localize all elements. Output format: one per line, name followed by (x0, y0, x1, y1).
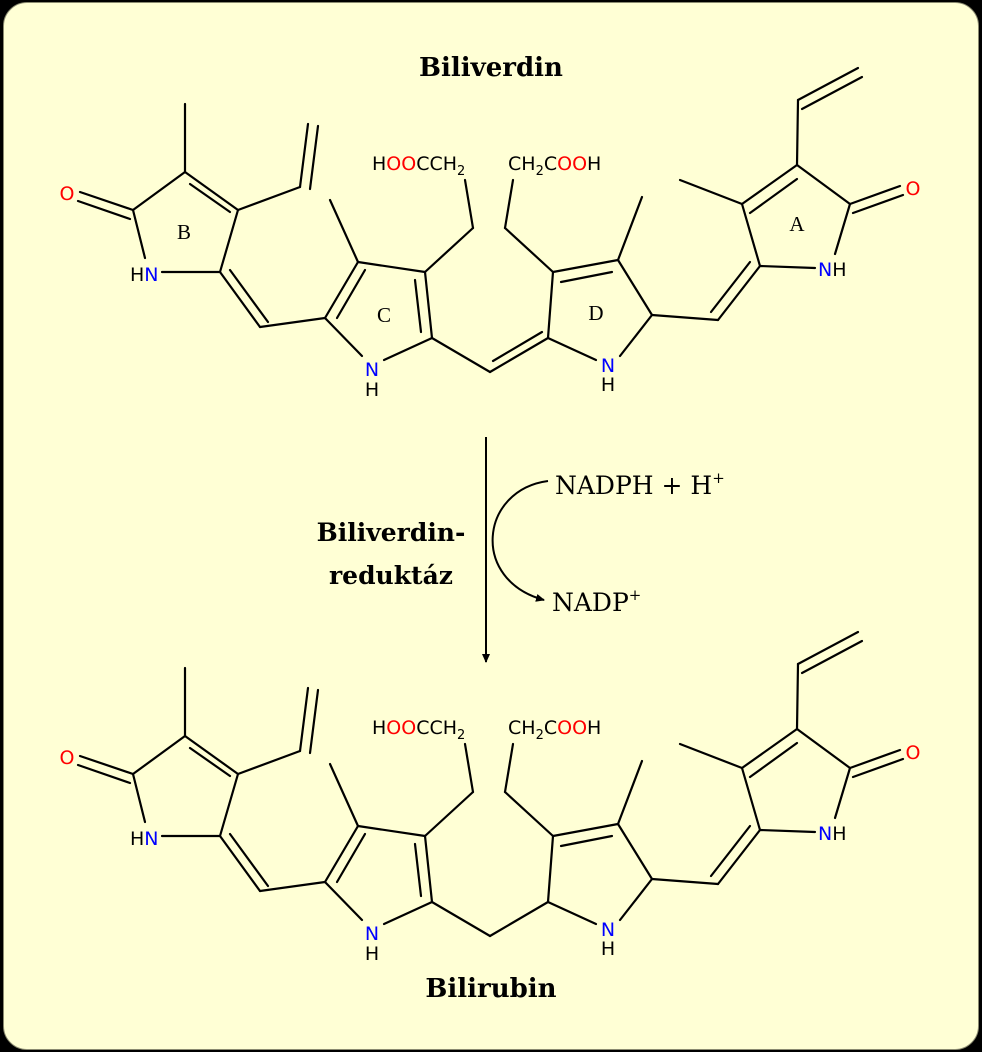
biliverdin-a-nh-label: NH (818, 259, 847, 281)
carbon-label: CCH (416, 153, 457, 175)
cofactor-curved-arrow (491, 480, 549, 602)
hydrogen-label: H (587, 717, 601, 739)
biliverdin-left-propionic-acid: HOOCCH2 (372, 153, 465, 179)
bilirubin-atom-labels: O HN N H N H O NH HOOCCH2 CH2COOH (60, 717, 921, 965)
hydrogen-label: H (372, 153, 386, 175)
oxygen-label: OO (386, 717, 416, 739)
biliverdin-atom-labels: O HN N H N H O NH HOOCCH2 CH2COOH (60, 153, 921, 401)
bilirubin-title: Bilirubin (425, 974, 556, 1004)
biliverdin-structure: O HN N H N H O NH HOOCCH2 CH2COOH B C D … (60, 66, 921, 401)
carbon-label: CCH (416, 717, 457, 739)
bilirubin-bonds (76, 630, 905, 938)
hydrogen-label: H (130, 264, 144, 286)
biliverdin-a-carbonyl-oxygen: O (906, 178, 921, 200)
ring-label-d: D (588, 301, 603, 325)
subscript-label: 2 (457, 728, 465, 743)
bilirubin-left-propionic-acid: HOOCCH2 (372, 717, 465, 743)
carbon-label: C (544, 153, 557, 175)
ring-label-b: B (177, 220, 191, 244)
hydrogen-label: H (372, 717, 386, 739)
oxygen-label: OO (386, 153, 416, 175)
bilirubin-a-nh-label: NH (818, 823, 847, 845)
reagent-nadp: NADP+ (552, 586, 641, 617)
bilirubin-b-nh-label: HN (130, 828, 159, 850)
biliverdin-c-nitrogen: N (365, 359, 379, 381)
reagent-nadp-superscript: + (629, 586, 642, 604)
hydrogen-label: H (130, 828, 144, 850)
reagent-nadph: NADPH + H+ (555, 469, 725, 500)
ring-label-c: C (377, 303, 391, 327)
subscript-label: 2 (536, 164, 544, 179)
reaction-arrows (482, 437, 549, 663)
reagent-nadph-text: NADPH + H (555, 471, 712, 500)
biliverdin-bonds (76, 66, 905, 374)
bilirubin-d-hydrogen: H (601, 938, 615, 960)
enzyme-name-line1: Biliverdin- (317, 518, 466, 547)
hydrogen-label: H (832, 259, 846, 281)
hydrogen-label: H (587, 153, 601, 175)
carbon-label: C (544, 717, 557, 739)
bilirubin-c-nitrogen: N (365, 923, 379, 945)
oxygen-label: OO (557, 717, 587, 739)
biliverdin-ring-labels: B C D A (177, 212, 805, 327)
biliverdin-d-hydrogen: H (601, 374, 615, 396)
biliverdin-title: Biliverdin (419, 53, 563, 83)
nitrogen-label: N (144, 828, 158, 850)
carbon-label: CH (508, 153, 536, 175)
subscript-label: 2 (457, 164, 465, 179)
reagent-nadph-superscript: + (712, 469, 725, 487)
bilirubin-c-hydrogen: H (365, 943, 379, 965)
bilirubin-b-carbonyl-oxygen: O (60, 747, 75, 769)
bilirubin-right-propionic-acid: CH2COOH (508, 717, 601, 743)
bilirubin-structure: O HN N H N H O NH HOOCCH2 CH2COOH (60, 630, 921, 965)
biliverdin-b-nh-label: HN (130, 264, 159, 286)
oxygen-label: OO (557, 153, 587, 175)
carbon-label: CH (508, 717, 536, 739)
enzyme-name-line2: reduktáz (329, 561, 453, 590)
nitrogen-label: N (144, 264, 158, 286)
bilirubin-d-nitrogen: N (601, 919, 615, 941)
diagram-panel (3, 2, 979, 1050)
reagent-nadp-text: NADP (552, 588, 629, 617)
nitrogen-label: N (818, 823, 832, 845)
biliverdin-b-carbonyl-oxygen: O (60, 183, 75, 205)
biliverdin-d-nitrogen: N (601, 355, 615, 377)
hydrogen-label: H (832, 823, 846, 845)
bilirubin-a-carbonyl-oxygen: O (906, 742, 921, 764)
biliverdin-c-hydrogen: H (365, 379, 379, 401)
biliverdin-right-propionic-acid: CH2COOH (508, 153, 601, 179)
subscript-label: 2 (536, 728, 544, 743)
nitrogen-label: N (818, 259, 832, 281)
ring-label-a: A (789, 212, 805, 236)
